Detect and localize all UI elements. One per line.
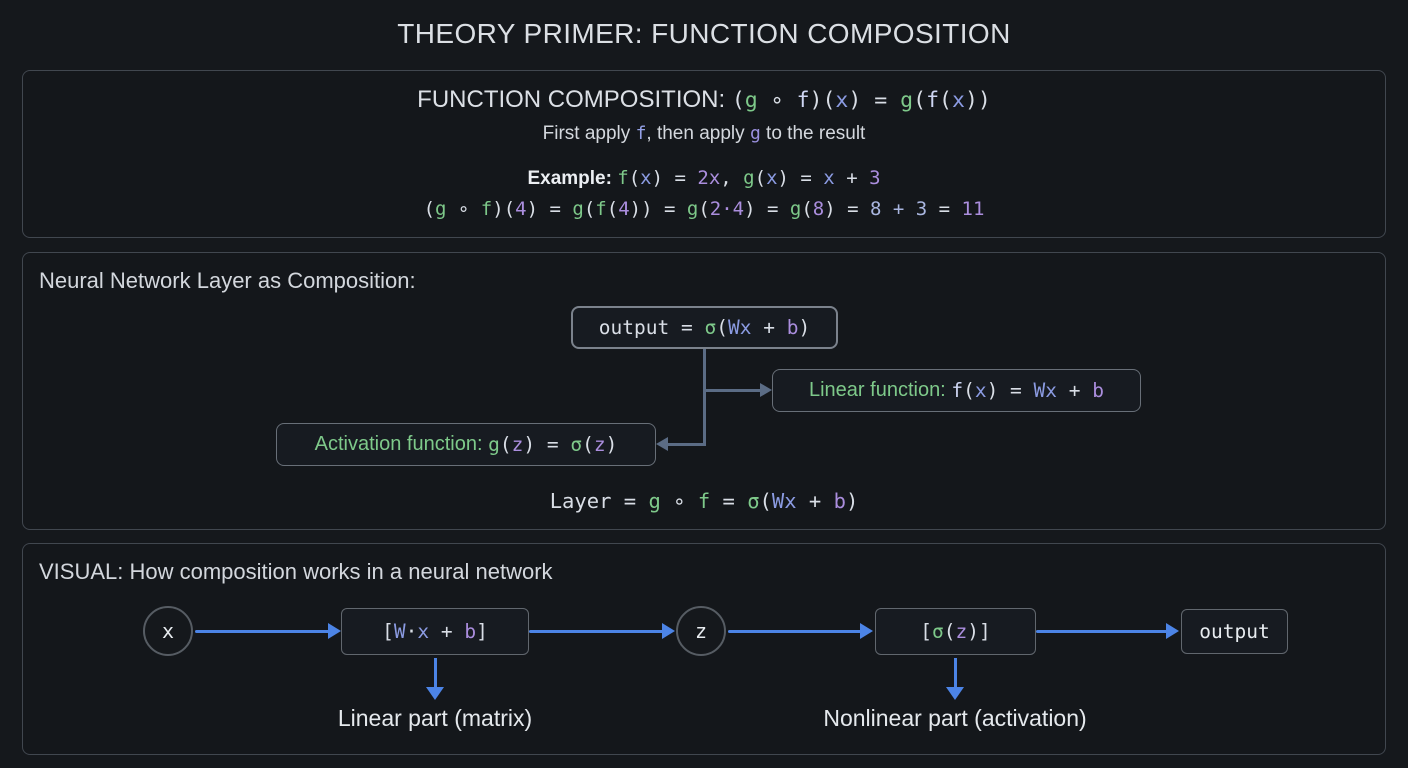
output-node-box: output: [1181, 609, 1288, 654]
composition-example-line: Example: f(x) = 2x, g(x) = x + 3: [23, 167, 1385, 190]
connector-branch-activation: [668, 443, 706, 446]
flow-arrow-icon: [195, 623, 341, 639]
node-z: z: [676, 606, 726, 656]
composition-heading-formula: (g ∘ f)(x) = g(f(x)): [731, 88, 991, 113]
evaluation-line: (g ∘ f)(4) = g(f(4)) = g(2·4) = g(8) = 8…: [423, 198, 985, 220]
arrow-right-icon: [760, 383, 772, 397]
connector-vertical-line: [703, 349, 706, 446]
node-x: x: [143, 606, 193, 656]
connector-branch-linear: [703, 389, 760, 392]
linear-step-box: [W·x + b]: [341, 608, 529, 655]
example-formula: f(x) = 2x, g(x) = x + 3: [617, 167, 881, 189]
layer-panel: Neural Network Layer as Composition: out…: [22, 252, 1386, 530]
visual-panel: VISUAL: How composition works in a neura…: [22, 543, 1386, 755]
linear-part-label: Linear part (matrix): [337, 705, 533, 731]
linear-function-box: Linear function: f(x) = Wx + b: [772, 369, 1141, 412]
nonlinear-part-label: Nonlinear part (activation): [823, 705, 1087, 731]
composition-subtitle: First apply f, then apply g to the resul…: [542, 123, 866, 144]
flow-arrow-icon: [1036, 623, 1179, 639]
example-label: Example:: [527, 168, 618, 189]
activation-function-box: Activation function: g(z) = σ(z): [276, 423, 656, 466]
layer-panel-heading: Neural Network Layer as Composition:: [39, 268, 416, 293]
visual-panel-heading: VISUAL: How composition works in a neura…: [39, 559, 553, 584]
flow-arrow-icon: [529, 623, 675, 639]
arrow-left-icon: [656, 437, 668, 451]
layer-formula: Layer = g ∘ f = σ(Wx + b): [549, 489, 859, 513]
output-formula-box: output = σ(Wx + b): [571, 306, 838, 349]
flow-arrow-icon: [728, 623, 873, 639]
composition-heading: FUNCTION COMPOSITION: (g ∘ f)(x) = g(f(x…: [23, 86, 1385, 114]
down-arrow-icon: [426, 658, 444, 700]
composition-panel: FUNCTION COMPOSITION: (g ∘ f)(x) = g(f(x…: [22, 70, 1386, 238]
page-title: THEORY PRIMER: FUNCTION COMPOSITION: [397, 18, 1011, 49]
activation-step-box: [σ(z)]: [875, 608, 1036, 655]
down-arrow-icon: [946, 658, 964, 700]
composition-heading-label: FUNCTION COMPOSITION:: [417, 86, 732, 113]
